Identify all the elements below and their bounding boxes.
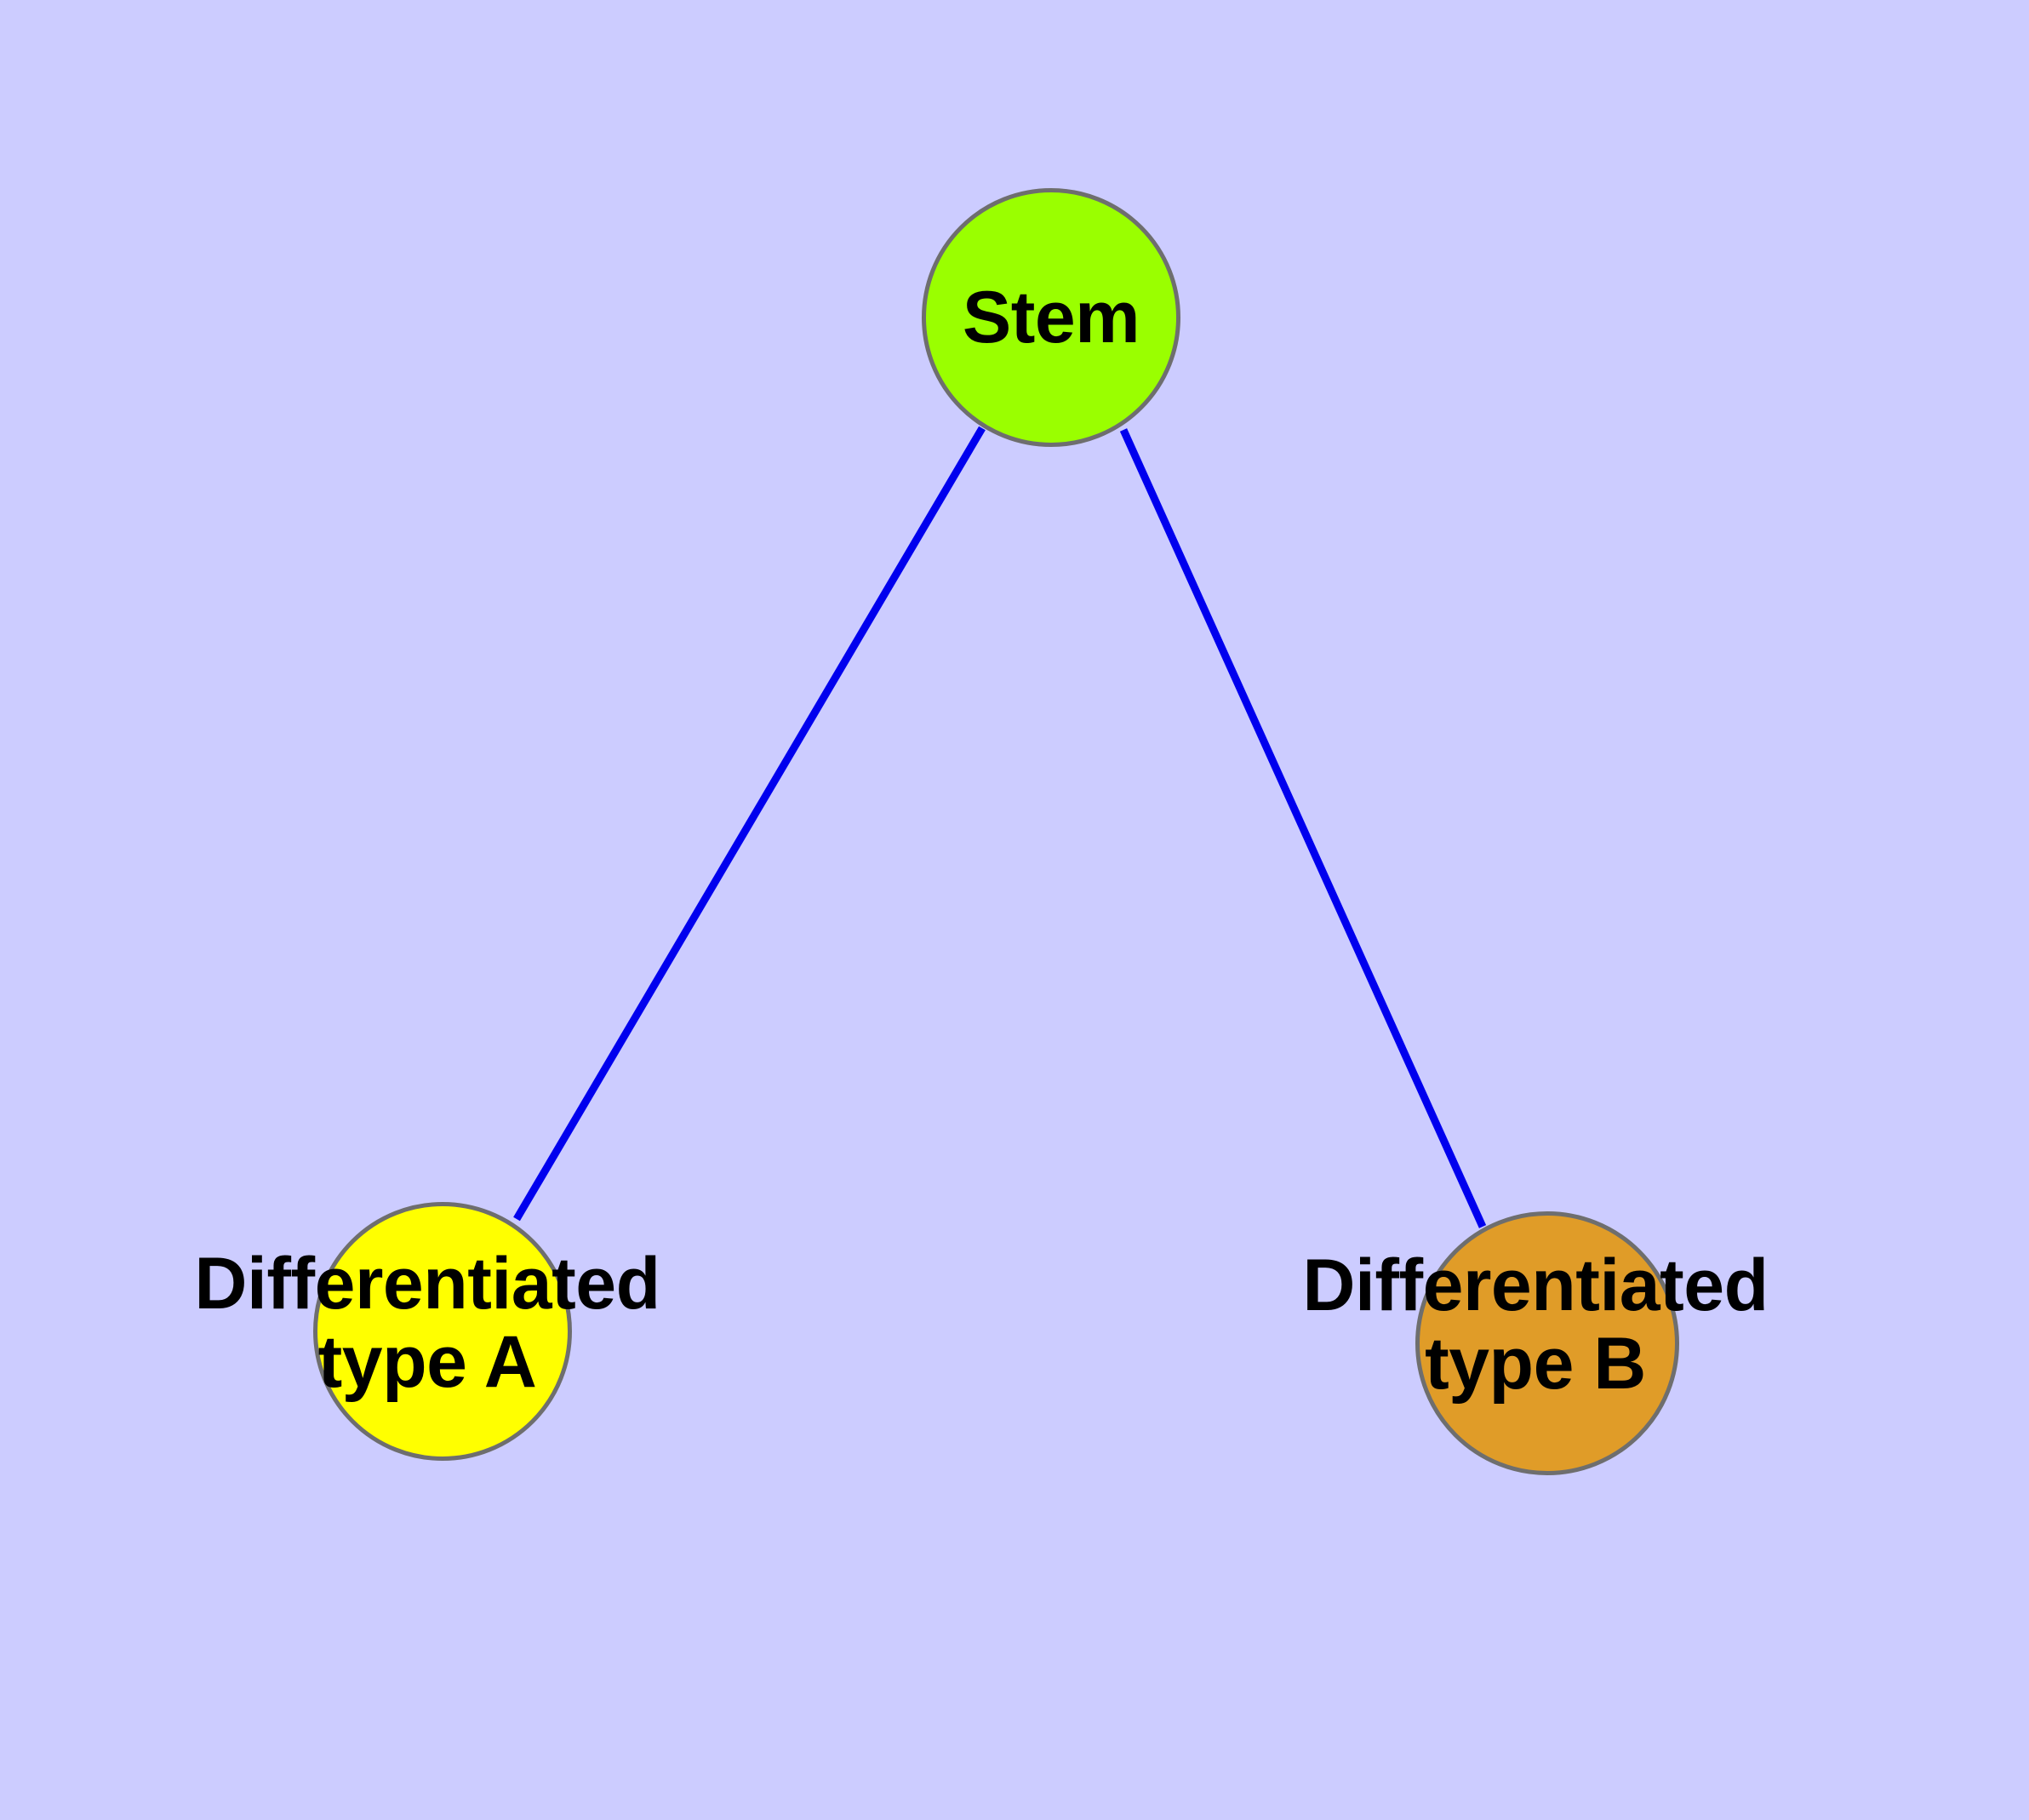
node-stem[interactable] bbox=[922, 188, 1180, 447]
edge-stem-to-differentiated-type-a bbox=[513, 426, 986, 1222]
node-label-differentiated-type-a: Differentiated type A bbox=[194, 1243, 660, 1404]
edge-stem-to-differentiated-type-b bbox=[1119, 428, 1487, 1228]
node-label-differentiated-type-b: Differentiated type B bbox=[1302, 1245, 1769, 1405]
node-differentiated-type-a[interactable] bbox=[313, 1202, 572, 1461]
node-differentiated-type-b[interactable] bbox=[1415, 1211, 1679, 1475]
